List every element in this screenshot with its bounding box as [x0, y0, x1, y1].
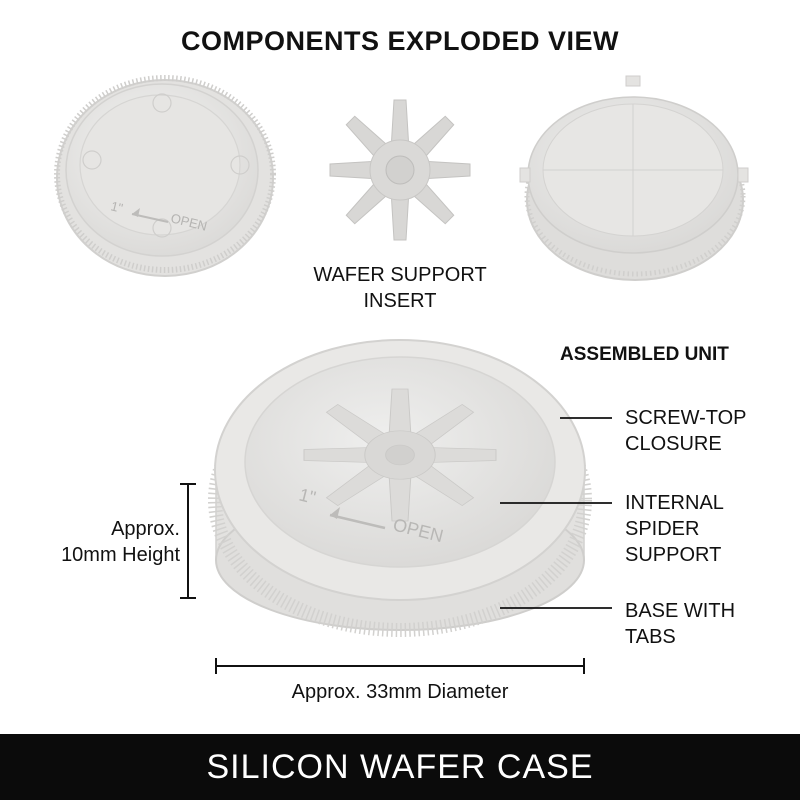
height-label-line2: 10mm Height — [61, 544, 180, 566]
height-label-line1: Approx. — [111, 518, 180, 540]
base-callout-line1: BASE WITH — [625, 600, 736, 622]
spider-insert-image — [329, 99, 471, 241]
footer-bar: SILICON WAFER CASE — [0, 734, 800, 800]
closure-callout: SCREW-TOP CLOSURE — [625, 405, 747, 457]
insert-caption-line1: WAFER SUPPORT — [313, 264, 487, 286]
closure-callout-line1: SCREW-TOP — [625, 407, 747, 429]
diameter-dimension-line — [215, 658, 585, 674]
assembled-heading: ASSEMBLED UNIT — [560, 344, 729, 365]
height-label: Approx. 10mm Height — [20, 516, 180, 568]
diameter-label: Approx. 33mm Diameter — [291, 681, 509, 703]
footer-title: SILICON WAFER CASE — [206, 748, 594, 786]
callout-lines — [500, 417, 612, 609]
spider-callout-line3: SUPPORT — [625, 544, 722, 566]
assembled-arrow-number: 1" — [297, 484, 318, 507]
assembled-unit-image: 1" OPEN — [208, 339, 592, 637]
spider-callout-line2: SPIDER — [625, 518, 700, 540]
lid-arrow-number: 1" — [109, 198, 124, 216]
spider-callout: INTERNAL SPIDER SUPPORT — [625, 490, 724, 568]
lid-component-image: 1" OPEN — [54, 75, 276, 277]
base-callout-line2: TABS — [625, 626, 676, 648]
insert-caption-line2: INSERT — [363, 290, 437, 312]
spider-callout-line1: INTERNAL — [625, 492, 724, 514]
page-title: COMPONENTS EXPLODED VIEW — [180, 26, 620, 56]
insert-caption: WAFER SUPPORT INSERT — [285, 262, 515, 314]
closure-callout-line2: CLOSURE — [625, 433, 722, 455]
base-component-image — [519, 75, 749, 281]
height-dimension-line — [180, 483, 196, 599]
assembled-open-arrow-icon — [329, 513, 386, 530]
base-callout: BASE WITH TABS — [625, 598, 735, 650]
